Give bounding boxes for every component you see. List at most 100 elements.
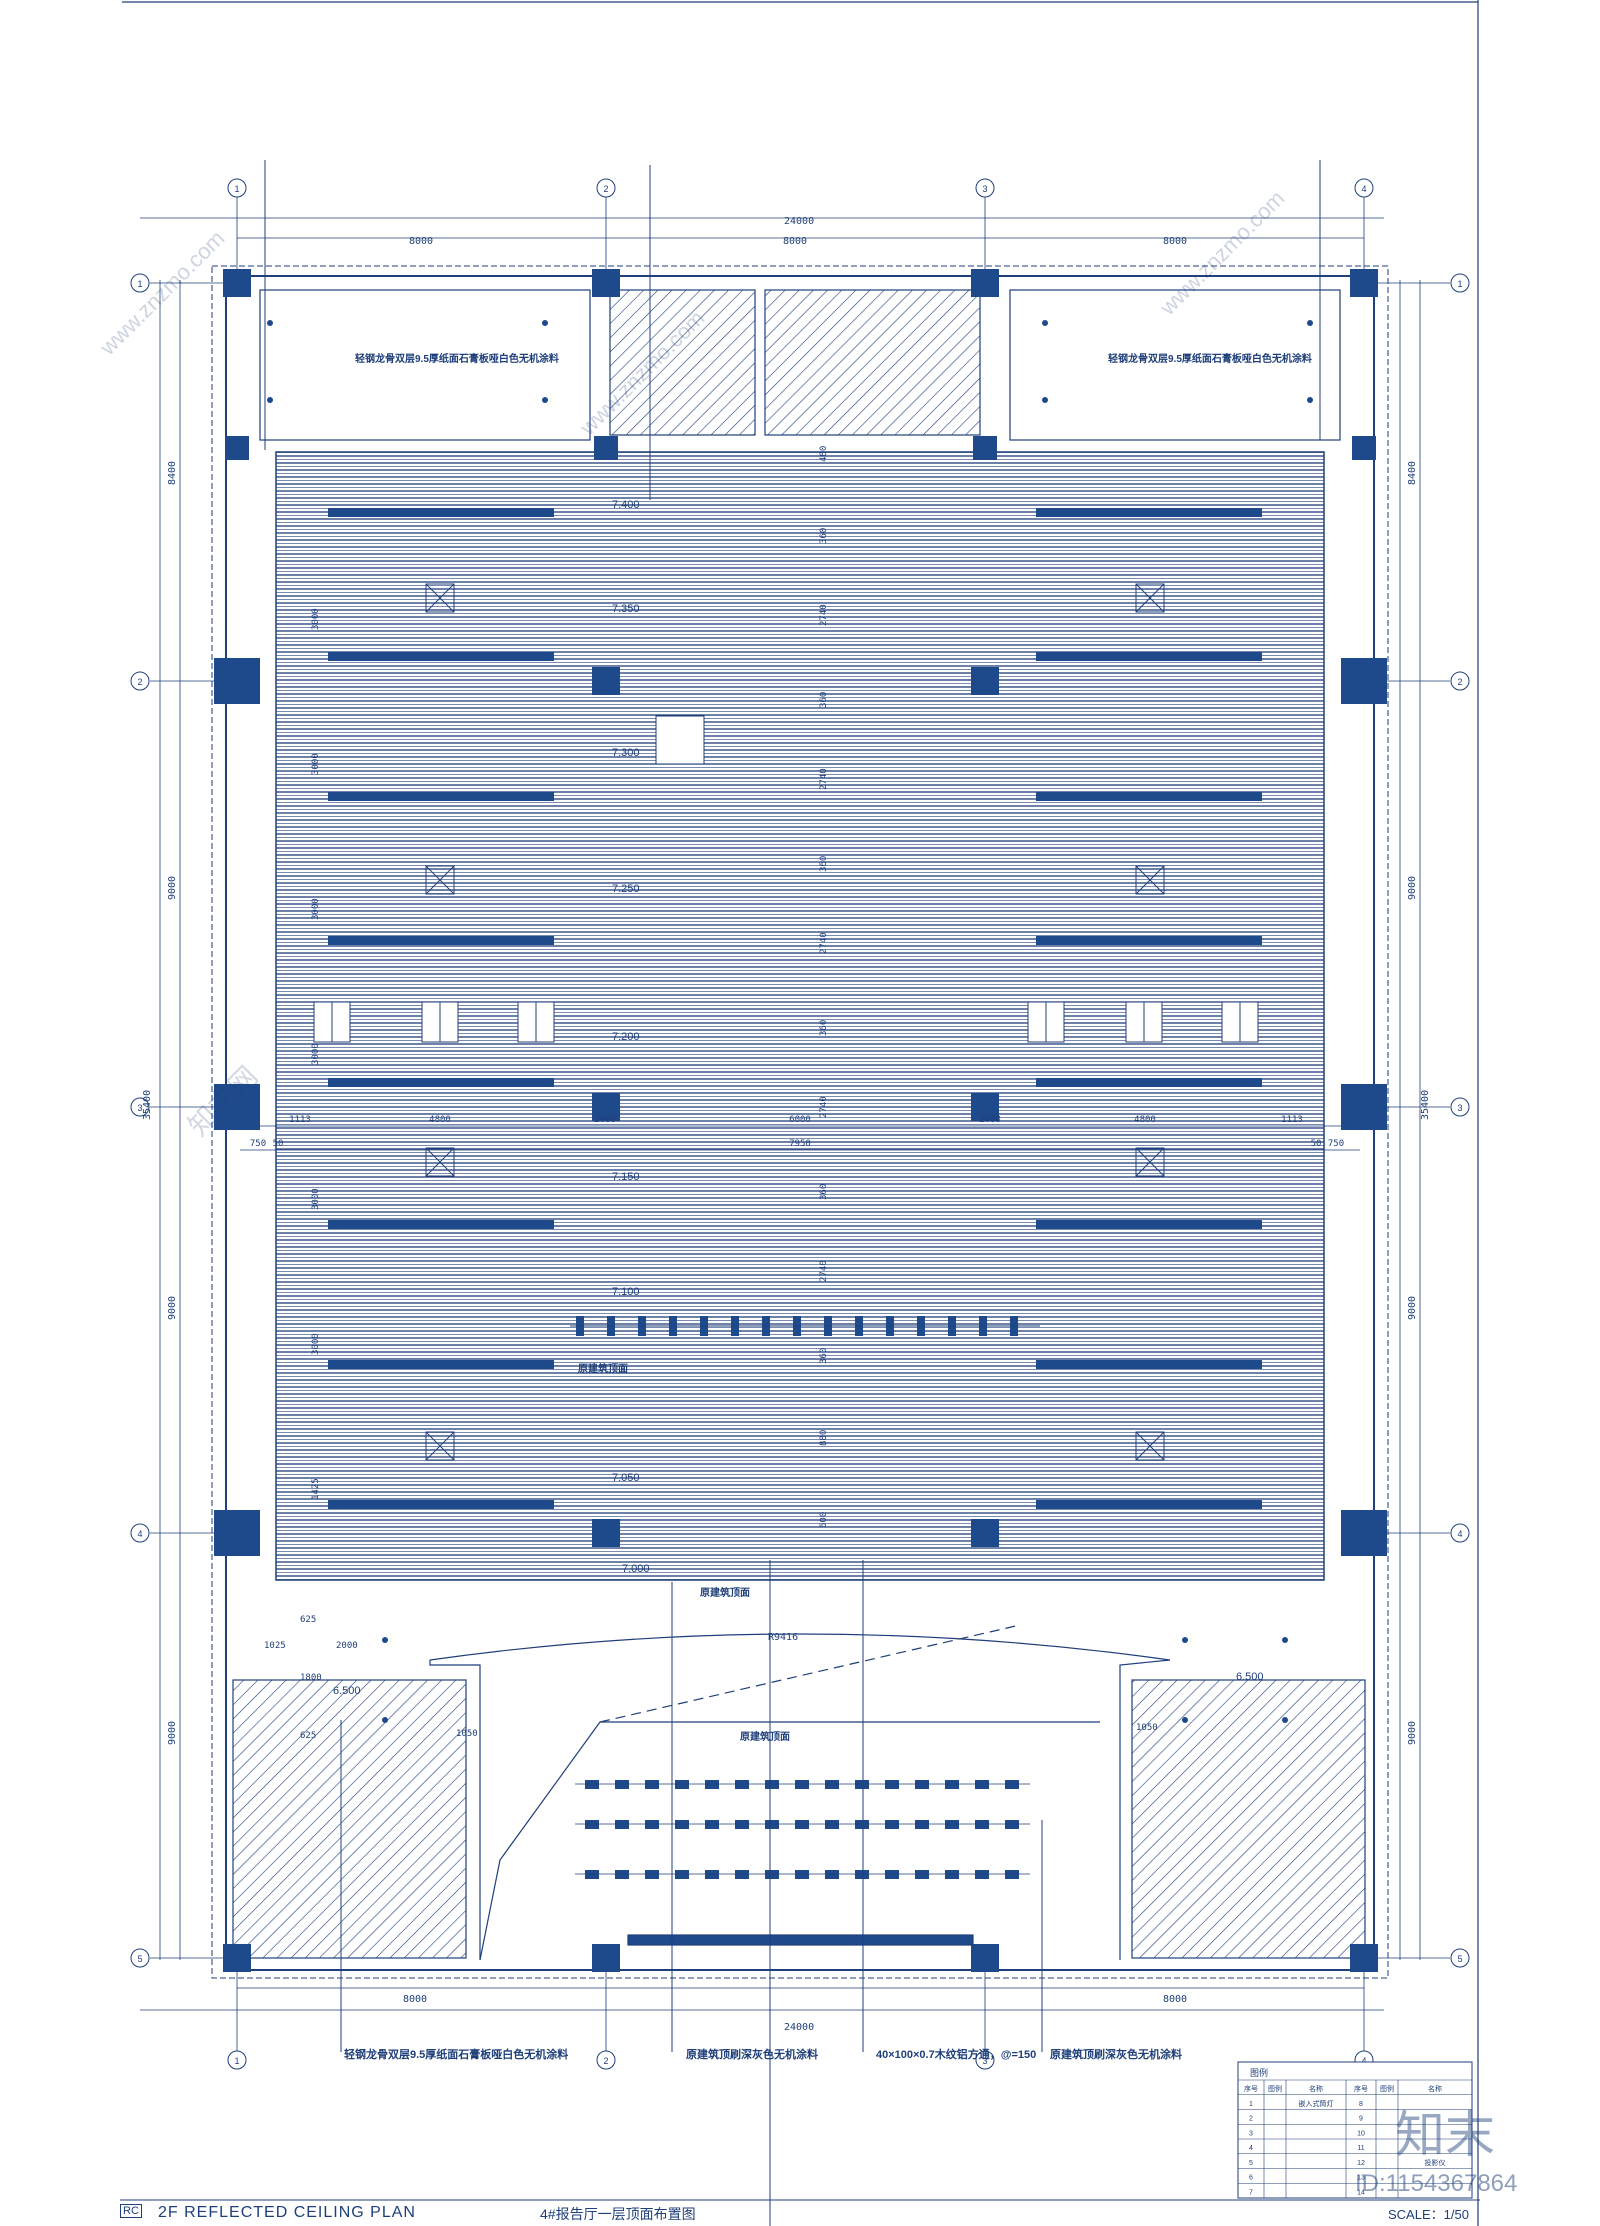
dim-center: 360 (819, 1184, 829, 1200)
air-diffuser (1135, 1147, 1165, 1177)
legend-cell: 10 (1357, 2130, 1365, 2137)
seat (615, 1870, 629, 1879)
title-bar: RC 2F REFLECTED CEILING PLAN 4#报告厅一层顶面布置… (120, 2204, 1480, 2224)
grid-bubble (130, 671, 150, 691)
column (592, 667, 620, 695)
legend-cell: 12 (1357, 2160, 1365, 2167)
grid-bubble-label: 5 (137, 1954, 142, 1964)
grid-bubble-label: 3 (137, 1103, 142, 1113)
downlight (542, 397, 548, 403)
column (214, 1510, 260, 1556)
dim-mid-row: 4800 (429, 1115, 451, 1125)
elevation-mark: 7.400 (612, 499, 640, 511)
light-strip (1036, 792, 1262, 801)
dim-center: 360 (819, 1020, 829, 1036)
grid-bubble (130, 1523, 150, 1543)
grid-bubble-label: 4 (1361, 184, 1366, 194)
seat (915, 1820, 929, 1829)
dim-mid-row: 4800 (1134, 1115, 1156, 1125)
downlight (382, 1637, 388, 1643)
legend-column-header: 序号 (1354, 2084, 1368, 2093)
dim-side-bay: 9000 (1407, 876, 1418, 900)
title-english: 2F REFLECTED CEILING PLAN (158, 2204, 416, 2221)
seat (945, 1820, 959, 1829)
downlight (1042, 397, 1048, 403)
note-gypsum-right: 轻钢龙骨双层9.5厚纸面石膏板哑白色无机涂料 (1108, 352, 1312, 365)
callout-2: 原建筑顶刷深灰色无机涂料 (686, 2047, 818, 2061)
dim-center: 2740 (819, 768, 829, 790)
column (971, 667, 999, 695)
legend-cell: 4 (1249, 2145, 1253, 2152)
air-diffuser-line (425, 583, 455, 613)
grid-bubble-label: 4 (1457, 1529, 1462, 1539)
seat (765, 1870, 779, 1879)
dim-side-bay: 9000 (1407, 1721, 1418, 1745)
elevation-mark: 7.100 (612, 1286, 640, 1298)
grid-bubble (975, 178, 995, 198)
seat (855, 1820, 869, 1829)
air-diffuser-line (425, 1147, 455, 1177)
seat (825, 1870, 839, 1879)
seat (645, 1780, 659, 1789)
dim-center: 2740 (819, 604, 829, 626)
seat (645, 1820, 659, 1829)
downlight (1307, 320, 1313, 326)
column (592, 1093, 620, 1121)
column (971, 1944, 999, 1972)
air-diffuser (425, 865, 455, 895)
grid-bubble-label: 1 (234, 2056, 239, 2066)
grid-bubble-label: 5 (1457, 1954, 1462, 1964)
seat (645, 1870, 659, 1879)
grid-bubble-label: 1 (234, 184, 239, 194)
dim-lower: 1800 (300, 1673, 322, 1683)
legend-cell: 14 (1357, 2189, 1365, 2196)
light-strip (328, 1360, 554, 1369)
legend-cell: 3 (1249, 2130, 1253, 2137)
seat (915, 1870, 929, 1879)
downlight (1282, 1637, 1288, 1643)
elevation-mark: 7.250 (612, 883, 640, 895)
seat (1005, 1780, 1019, 1789)
seat (795, 1780, 809, 1789)
light-strip (1036, 1360, 1262, 1369)
seat (945, 1780, 959, 1789)
seat (675, 1780, 689, 1789)
sheet-border (120, 0, 1480, 2226)
seat (975, 1780, 989, 1789)
dim-side-bay: 8400 (1407, 461, 1418, 485)
light-strip (328, 936, 554, 945)
dim-center: 880 (819, 1430, 829, 1446)
dimension-text: 7.4007.3507.3007.2507.2007.1507.1007.050… (142, 236, 1431, 2005)
pendant-row (570, 1316, 1040, 1336)
structural-columns (214, 269, 1387, 1972)
light-strip (328, 792, 554, 801)
dim-mid-row: 2088 (979, 1115, 1001, 1125)
dim-mid-row2: 750 (1328, 1139, 1344, 1149)
column (214, 1084, 260, 1130)
legend-cell: 7 (1249, 2189, 1253, 2196)
grid-bubble (227, 178, 247, 198)
seat (855, 1870, 869, 1879)
air-diffuser-line (1135, 1147, 1165, 1177)
grid-bubble (130, 273, 150, 293)
dim-lower: 625 (300, 1731, 316, 1741)
seat (885, 1870, 899, 1879)
dim-mid-row2: 7950 (789, 1139, 811, 1149)
seat (615, 1820, 629, 1829)
column (973, 436, 997, 460)
downlight (542, 320, 548, 326)
seat (675, 1870, 689, 1879)
column (1341, 658, 1387, 704)
column (1341, 1084, 1387, 1130)
grid-bubble (1450, 1523, 1470, 1543)
grid-bubble (1450, 1948, 1470, 1968)
seat (735, 1820, 749, 1829)
grid-bubble-label: 2 (603, 184, 608, 194)
elevation-mark: 7.350 (612, 603, 640, 615)
seat (975, 1820, 989, 1829)
grid-bubble (596, 178, 616, 198)
seat (795, 1820, 809, 1829)
air-diffuser-line (1135, 865, 1165, 895)
seat (765, 1820, 779, 1829)
